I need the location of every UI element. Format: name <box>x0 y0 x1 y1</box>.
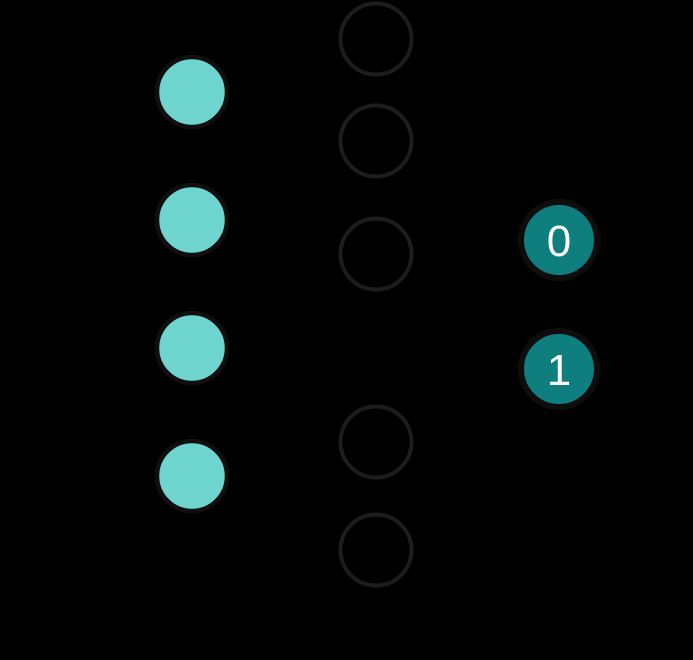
input-layer <box>154 54 230 514</box>
output-node-1-label: 1 <box>547 346 571 395</box>
hidden-node-3 <box>338 404 414 480</box>
output-layer: 01 <box>518 199 600 410</box>
input-node-3 <box>154 438 230 514</box>
output-node-0-label: 0 <box>547 217 571 266</box>
output-node-1 <box>518 328 600 410</box>
input-node-1 <box>154 182 230 258</box>
hidden-layer <box>338 1 414 588</box>
hidden-node-1 <box>338 103 414 179</box>
output-node-0 <box>518 199 600 281</box>
hidden-node-0 <box>338 1 414 77</box>
hidden-node-4 <box>338 512 414 588</box>
input-node-2 <box>154 310 230 386</box>
input-node-0 <box>154 54 230 130</box>
hidden-node-2 <box>338 216 414 292</box>
